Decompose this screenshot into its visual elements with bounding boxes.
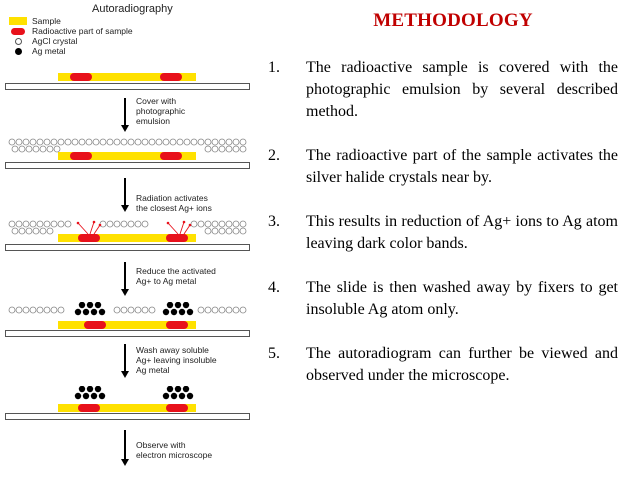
sample-bar [58,321,196,329]
step-label-wash: Wash away soluble Ag+ leaving insoluble … [136,345,217,375]
item-text: The autoradiogram can further be viewed … [306,345,618,384]
down-arrow-icon [121,430,129,466]
diagram-title: Autoradiography [92,3,173,15]
step-label-reduce: Reduce the activated Ag+ to Ag metal [136,266,216,286]
radioactive-spot [166,321,188,329]
item-number: 2. [268,147,280,164]
down-arrow-icon [121,178,129,212]
radioactive-spot [84,321,106,329]
methodology-section: METHODOLOGY 1. The radioactive sample is… [268,10,618,409]
stage-sample [0,66,255,96]
item-number: 5. [268,345,280,362]
circle-swatch-icon [14,37,22,45]
item-text: The radioactive sample is covered with t… [306,59,618,120]
methodology-heading: METHODOLOGY [373,10,533,31]
stage-emulsion [0,134,255,174]
down-arrow-icon [121,344,129,378]
glass-slide [5,162,250,169]
list-item: 3. This results in reduction of Ag+ ions… [268,211,618,255]
stage-reduced [0,298,255,338]
glass-slide [5,413,250,420]
item-text: The radioactive part of the sample activ… [306,147,618,186]
methodology-list: 1. The radioactive sample is covered wit… [268,57,618,387]
ag-metal-deposits [74,386,194,400]
step-label-radiation: Radiation activates the closest Ag+ ions [136,193,212,213]
glass-slide [5,244,250,251]
radioactive-spot [78,404,100,412]
item-text: The slide is then washed away by fixers … [306,279,618,318]
sample-bar [58,73,196,81]
dot-swatch-icon [14,47,22,55]
sample-bar [58,234,196,242]
agcl-crystals [8,138,247,153]
stage-radiation [0,216,255,256]
red-swatch-icon [11,27,25,35]
list-item: 1. The radioactive sample is covered wit… [268,57,618,123]
item-text: This results in reduction of Ag+ ions to… [306,213,618,252]
list-item: 5. The autoradiogram can further be view… [268,343,618,387]
down-arrow-icon [121,262,129,296]
yellow-swatch-icon [9,17,27,25]
item-number: 1. [268,59,280,76]
down-arrow-icon [121,98,129,132]
list-item: 2. The radioactive part of the sample ac… [268,145,618,189]
legend-radioactive: Radioactive part of sample [8,26,133,36]
radioactive-spot [78,234,100,242]
legend-label: Ag metal [32,46,66,56]
step-label-cover: Cover with photographic emulsion [136,96,186,126]
item-number: 4. [268,279,280,296]
radioactive-spot [166,234,188,242]
item-number: 3. [268,213,280,230]
ag-metal-deposits [8,302,247,316]
radioactive-spot [70,152,92,160]
radioactive-spot [160,73,182,81]
legend-sample: Sample [8,16,61,26]
step-label-observe: Observe with electron microscope [136,440,213,460]
legend-label: Sample [32,16,61,26]
legend-agcl: AgCl crystal [8,36,77,46]
radioactive-spot [70,73,92,81]
sample-bar [58,404,196,412]
stage-washed [0,384,255,424]
autoradiography-diagram: Autoradiography Sample Radioactive part … [0,0,255,478]
agcl-crystals [8,220,247,235]
glass-slide [5,83,250,90]
radioactive-spot [160,152,182,160]
sample-bar [58,152,196,160]
list-item: 4. The slide is then washed away by fixe… [268,277,618,321]
radioactive-spot [166,404,188,412]
glass-slide [5,330,250,337]
legend-label: AgCl crystal [32,36,78,46]
legend-label: Radioactive part of sample [32,26,133,36]
legend-ag-metal: Ag metal [8,46,66,56]
